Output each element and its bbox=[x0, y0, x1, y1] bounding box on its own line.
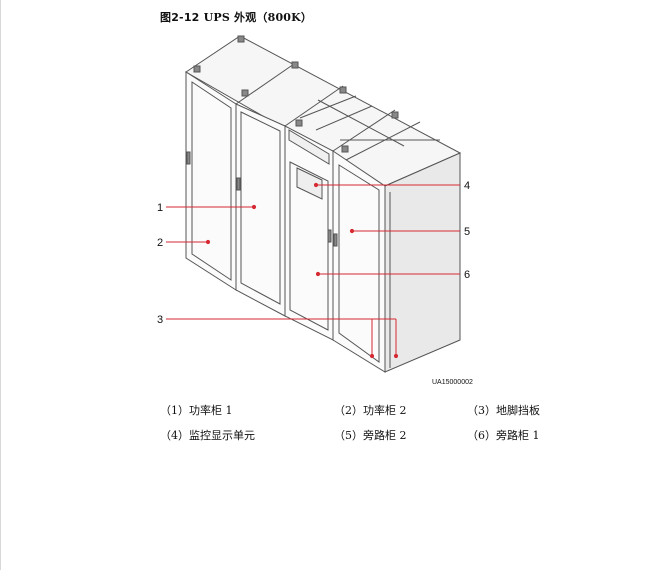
legend-label: 地脚挡板 bbox=[496, 404, 540, 417]
legend-item: （1）功率柜 1 bbox=[160, 402, 233, 418]
callout-number-6: 6 bbox=[464, 269, 470, 281]
cabinet-bypass bbox=[332, 150, 386, 373]
page-left-border bbox=[0, 0, 1, 570]
legend-label: 功率柜 1 bbox=[189, 404, 233, 417]
legend-label: 监控显示单元 bbox=[189, 429, 255, 442]
figure-number: 图2-12 bbox=[160, 11, 200, 24]
image-id: UA15000002 bbox=[432, 379, 473, 386]
callout-number-1: 1 bbox=[157, 202, 163, 214]
legend-num: （1） bbox=[160, 404, 189, 417]
legend-item: （4）监控显示单元 bbox=[160, 427, 255, 443]
legend-num: （6） bbox=[467, 429, 496, 442]
callout-number-3: 3 bbox=[157, 314, 163, 326]
legend-num: （3） bbox=[467, 404, 496, 417]
legend-label: 功率柜 2 bbox=[363, 404, 407, 417]
legend-num: （5） bbox=[334, 429, 363, 442]
legend-num: （2） bbox=[334, 404, 363, 417]
cabinet-power-1 bbox=[185, 71, 237, 291]
legend-label: 旁路柜 2 bbox=[363, 429, 407, 442]
callout-number-5: 5 bbox=[464, 226, 470, 238]
legend-item: （2）功率柜 2 bbox=[334, 402, 407, 418]
legend-label: 旁路柜 1 bbox=[496, 429, 540, 442]
callout-number-4: 4 bbox=[464, 180, 470, 192]
legend-num: （4） bbox=[160, 429, 189, 442]
figure-caption-text: UPS 外观（800K） bbox=[203, 11, 313, 24]
callout-number-2: 2 bbox=[157, 237, 163, 249]
legend-item: （6）旁路柜 1 bbox=[467, 427, 540, 443]
legend-item: （5）旁路柜 2 bbox=[334, 427, 407, 443]
legend-item: （3）地脚挡板 bbox=[467, 402, 540, 418]
figure-caption: 图2-12 UPS 外观（800K） bbox=[160, 9, 312, 25]
monitor-display bbox=[296, 167, 323, 200]
ups-cabinet-illustration: 1 2 3 4 5 6 UA15000002 bbox=[157, 35, 473, 386]
